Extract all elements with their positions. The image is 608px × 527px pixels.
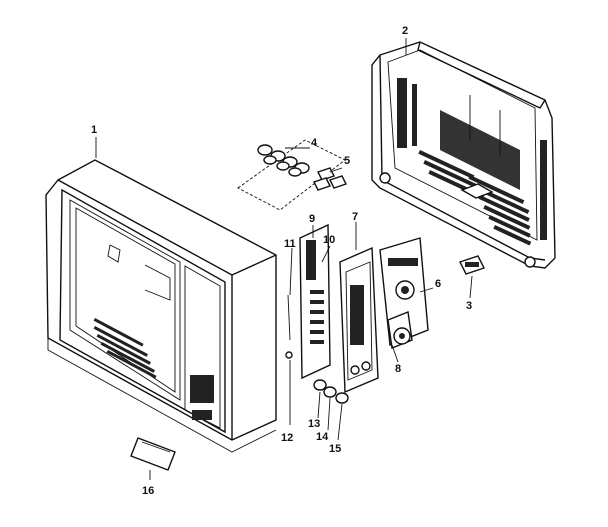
- callout-numbers: 1 2 3 4 5 6 7 8 9 10 11 12 13 14 15 16: [91, 25, 472, 497]
- callout-5: 5: [344, 155, 350, 167]
- push-buttons-part: [313, 379, 349, 404]
- front-frame-part: [339, 246, 379, 394]
- callout-6: 6: [435, 278, 441, 290]
- callout-3: 3: [466, 300, 472, 312]
- callout-4: 4: [311, 137, 318, 149]
- callout-11: 11: [284, 238, 296, 250]
- callout-7: 7: [352, 211, 358, 223]
- door-panel-part: [130, 437, 176, 471]
- rear-cabinet-part: [371, 41, 556, 269]
- bracket-part: [459, 255, 485, 275]
- callout-14: 14: [316, 431, 329, 443]
- callout-10: 10: [323, 234, 335, 246]
- callout-9: 9: [309, 213, 315, 225]
- callout-16: 16: [142, 485, 154, 497]
- callout-8: 8: [395, 363, 401, 375]
- callout-2: 2: [402, 25, 408, 37]
- callout-12: 12: [281, 432, 293, 444]
- chassis-part: [379, 237, 429, 349]
- front-cabinet-part: [45, 159, 277, 453]
- knob-group-part: [237, 139, 347, 211]
- callout-1: 1: [91, 124, 97, 136]
- callout-13: 13: [308, 418, 320, 430]
- callout-15: 15: [329, 443, 341, 455]
- control-board-part: [285, 223, 331, 380]
- leader-lines: [95, 38, 473, 480]
